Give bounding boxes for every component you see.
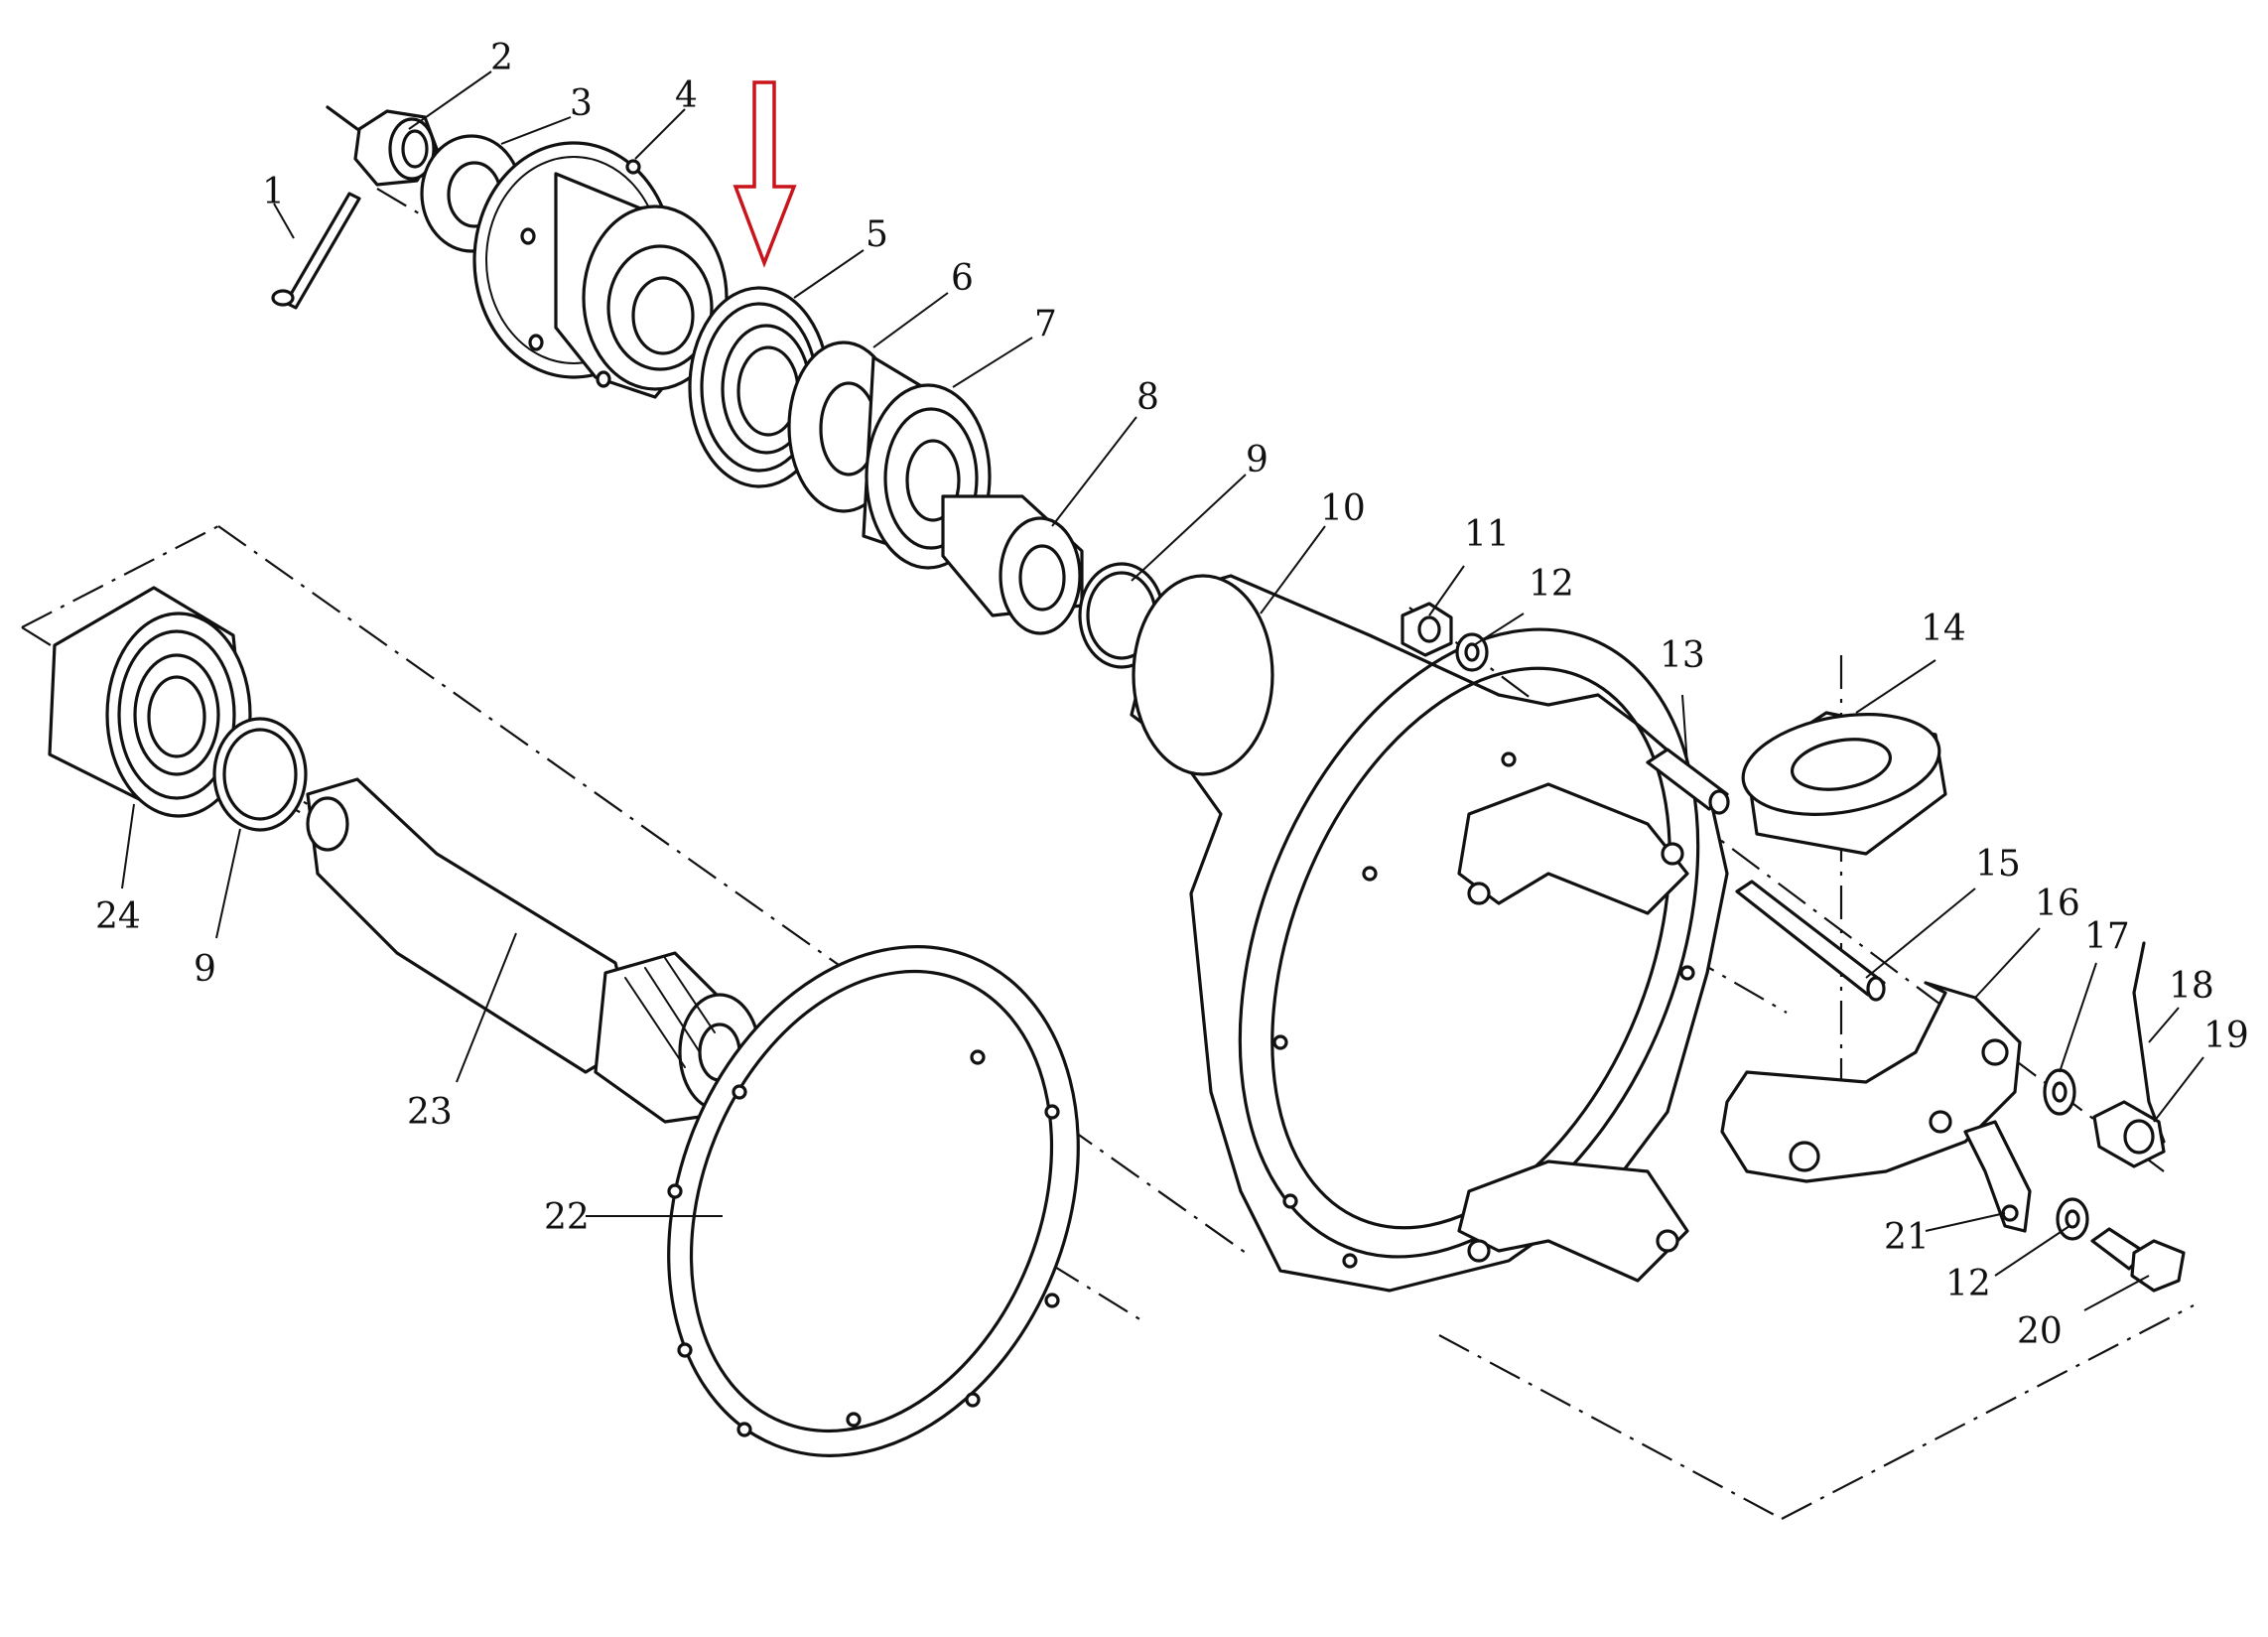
snap-ring-part-9-lower <box>212 717 308 832</box>
nut-part-11 <box>1401 602 1453 657</box>
callout-labels: 1 2 3 4 5 6 7 8 9 10 11 12 13 14 15 16 1… <box>95 38 2249 1352</box>
callout-22: 22 <box>544 1197 590 1238</box>
callout-9-lower: 9 <box>194 949 216 990</box>
cotter-pin-part-1 <box>271 105 361 310</box>
flange-part-4 <box>472 141 729 399</box>
callout-24: 24 <box>95 896 141 937</box>
callout-9-upper: 9 <box>1246 440 1268 480</box>
washer-part-17 <box>2043 1068 2076 1116</box>
callout-8: 8 <box>1136 377 1159 418</box>
washer-part-12-upper <box>1455 632 1489 672</box>
bearing-cap-part-16 <box>1720 981 2022 1183</box>
callout-12-upper: 12 <box>1529 564 1574 605</box>
callout-7: 7 <box>1034 304 1057 344</box>
callout-6: 6 <box>951 258 974 299</box>
housing-part-10 <box>1130 574 1729 1293</box>
stud-part-15 <box>1735 880 1886 1002</box>
callout-2: 2 <box>490 38 513 78</box>
callout-5: 5 <box>866 214 888 255</box>
callout-20: 20 <box>2017 1311 2063 1352</box>
callout-19: 19 <box>2203 1016 2249 1056</box>
castle-nut-part-19 <box>2092 1100 2166 1168</box>
pinion-shaft-part-23 <box>306 777 761 1124</box>
stud-part-13 <box>1646 748 1730 815</box>
callout-11: 11 <box>1464 514 1510 555</box>
callout-14: 14 <box>1921 609 1966 649</box>
callout-12-lower: 12 <box>1945 1264 1991 1304</box>
gasket-part-22 <box>667 945 1080 1457</box>
callout-23: 23 <box>407 1092 453 1133</box>
castle-nut-part-2 <box>353 109 439 187</box>
sleeve-part-8 <box>941 494 1084 635</box>
callout-15: 15 <box>1975 844 2021 885</box>
callout-3: 3 <box>570 83 593 124</box>
callout-10: 10 <box>1320 488 1366 529</box>
callout-21: 21 <box>1884 1217 1930 1258</box>
callout-1: 1 <box>262 172 285 212</box>
callout-18: 18 <box>2169 966 2214 1007</box>
callout-4: 4 <box>675 75 698 116</box>
washer-part-12-lower <box>2056 1197 2089 1241</box>
highlight-arrow-icon <box>733 80 797 268</box>
callout-13: 13 <box>1660 635 1705 676</box>
lock-plate-part-21 <box>1963 1120 2032 1233</box>
callout-17: 17 <box>2084 916 2130 957</box>
callout-16: 16 <box>2035 884 2080 924</box>
leader-lines <box>121 70 2204 1311</box>
bearing-race-part-14 <box>1741 711 1947 856</box>
